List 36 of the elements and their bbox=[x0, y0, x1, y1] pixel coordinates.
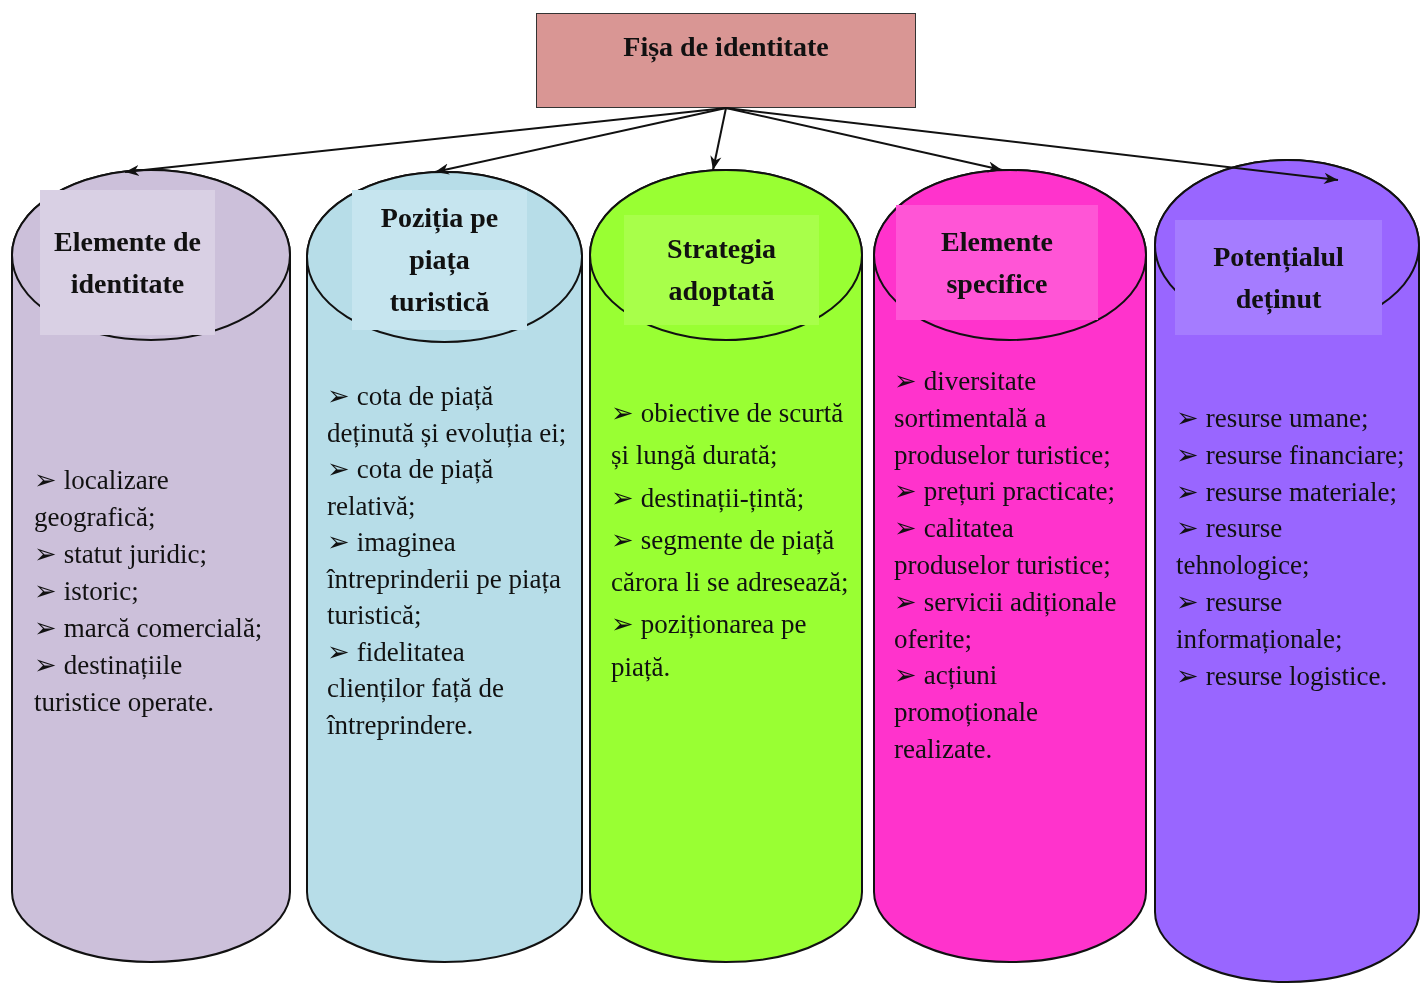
list-item: ➢ segmente de piață cărora li se adresează; bbox=[611, 523, 850, 600]
list-item: ➢ istoric; bbox=[34, 575, 140, 608]
list-item: ➢ obiective de scurtă și lungă durată; bbox=[611, 397, 845, 473]
arrow bbox=[725, 107, 1339, 184]
list-item: ➢ localizare geografică; bbox=[34, 464, 170, 534]
list-item: ➢ acțiuni promoționale realizate. bbox=[894, 659, 1039, 766]
column-heading: Strategia adoptată bbox=[624, 215, 819, 325]
list-item: ➢ imaginea întreprinderii pe piața turistică; bbox=[327, 526, 562, 632]
list-item: ➢ resurse logistice. bbox=[1176, 659, 1389, 693]
list-item: ➢ calitatea produselor turistice; bbox=[894, 512, 1112, 582]
column-heading: Potențialul deținut bbox=[1175, 220, 1382, 335]
column-heading: Elemente de identitate bbox=[40, 190, 215, 335]
title-text: Fișa de identitate bbox=[622, 30, 830, 65]
list-item: ➢ poziționarea pe piață. bbox=[611, 608, 808, 684]
list-item: ➢ resurse umane; bbox=[1176, 402, 1370, 435]
list-item: ➢ cota de piață relativă; bbox=[327, 453, 495, 523]
list-item: ➢ servicii adiționale oferite; bbox=[894, 585, 1118, 656]
column-heading: Poziția pe piața turistică bbox=[352, 190, 527, 330]
list-item: ➢ resurse materiale; bbox=[1176, 475, 1398, 509]
list-item: ➢ resurse financiare; bbox=[1176, 438, 1406, 472]
list-item: ➢ destinațiile turistice operate. bbox=[34, 649, 215, 719]
title-box bbox=[536, 13, 916, 108]
list-item: ➢ resurse tehnologice; bbox=[1176, 512, 1311, 583]
list-item: ➢ statut juridic; bbox=[34, 538, 208, 571]
list-item: ➢ resurse informaționale; bbox=[1176, 586, 1344, 656]
list-item: ➢ destinații-țintă; bbox=[611, 481, 806, 515]
list-item: ➢ marcă comercială; bbox=[34, 612, 264, 645]
list-item: ➢ diversitate sortimentală a produselor turistice; bbox=[894, 365, 1112, 472]
arrow bbox=[710, 107, 727, 171]
list-item: ➢ fidelitatea clienților față de întreprindere. bbox=[327, 635, 505, 742]
column-heading: Elemente specifice bbox=[896, 205, 1098, 320]
arrow bbox=[434, 107, 727, 175]
arrow bbox=[725, 107, 1003, 173]
list-item: ➢ prețuri practicate; bbox=[894, 475, 1116, 509]
arrow bbox=[124, 107, 727, 177]
list-item: ➢ cota de piață deținută și evoluția ei; bbox=[327, 380, 567, 450]
